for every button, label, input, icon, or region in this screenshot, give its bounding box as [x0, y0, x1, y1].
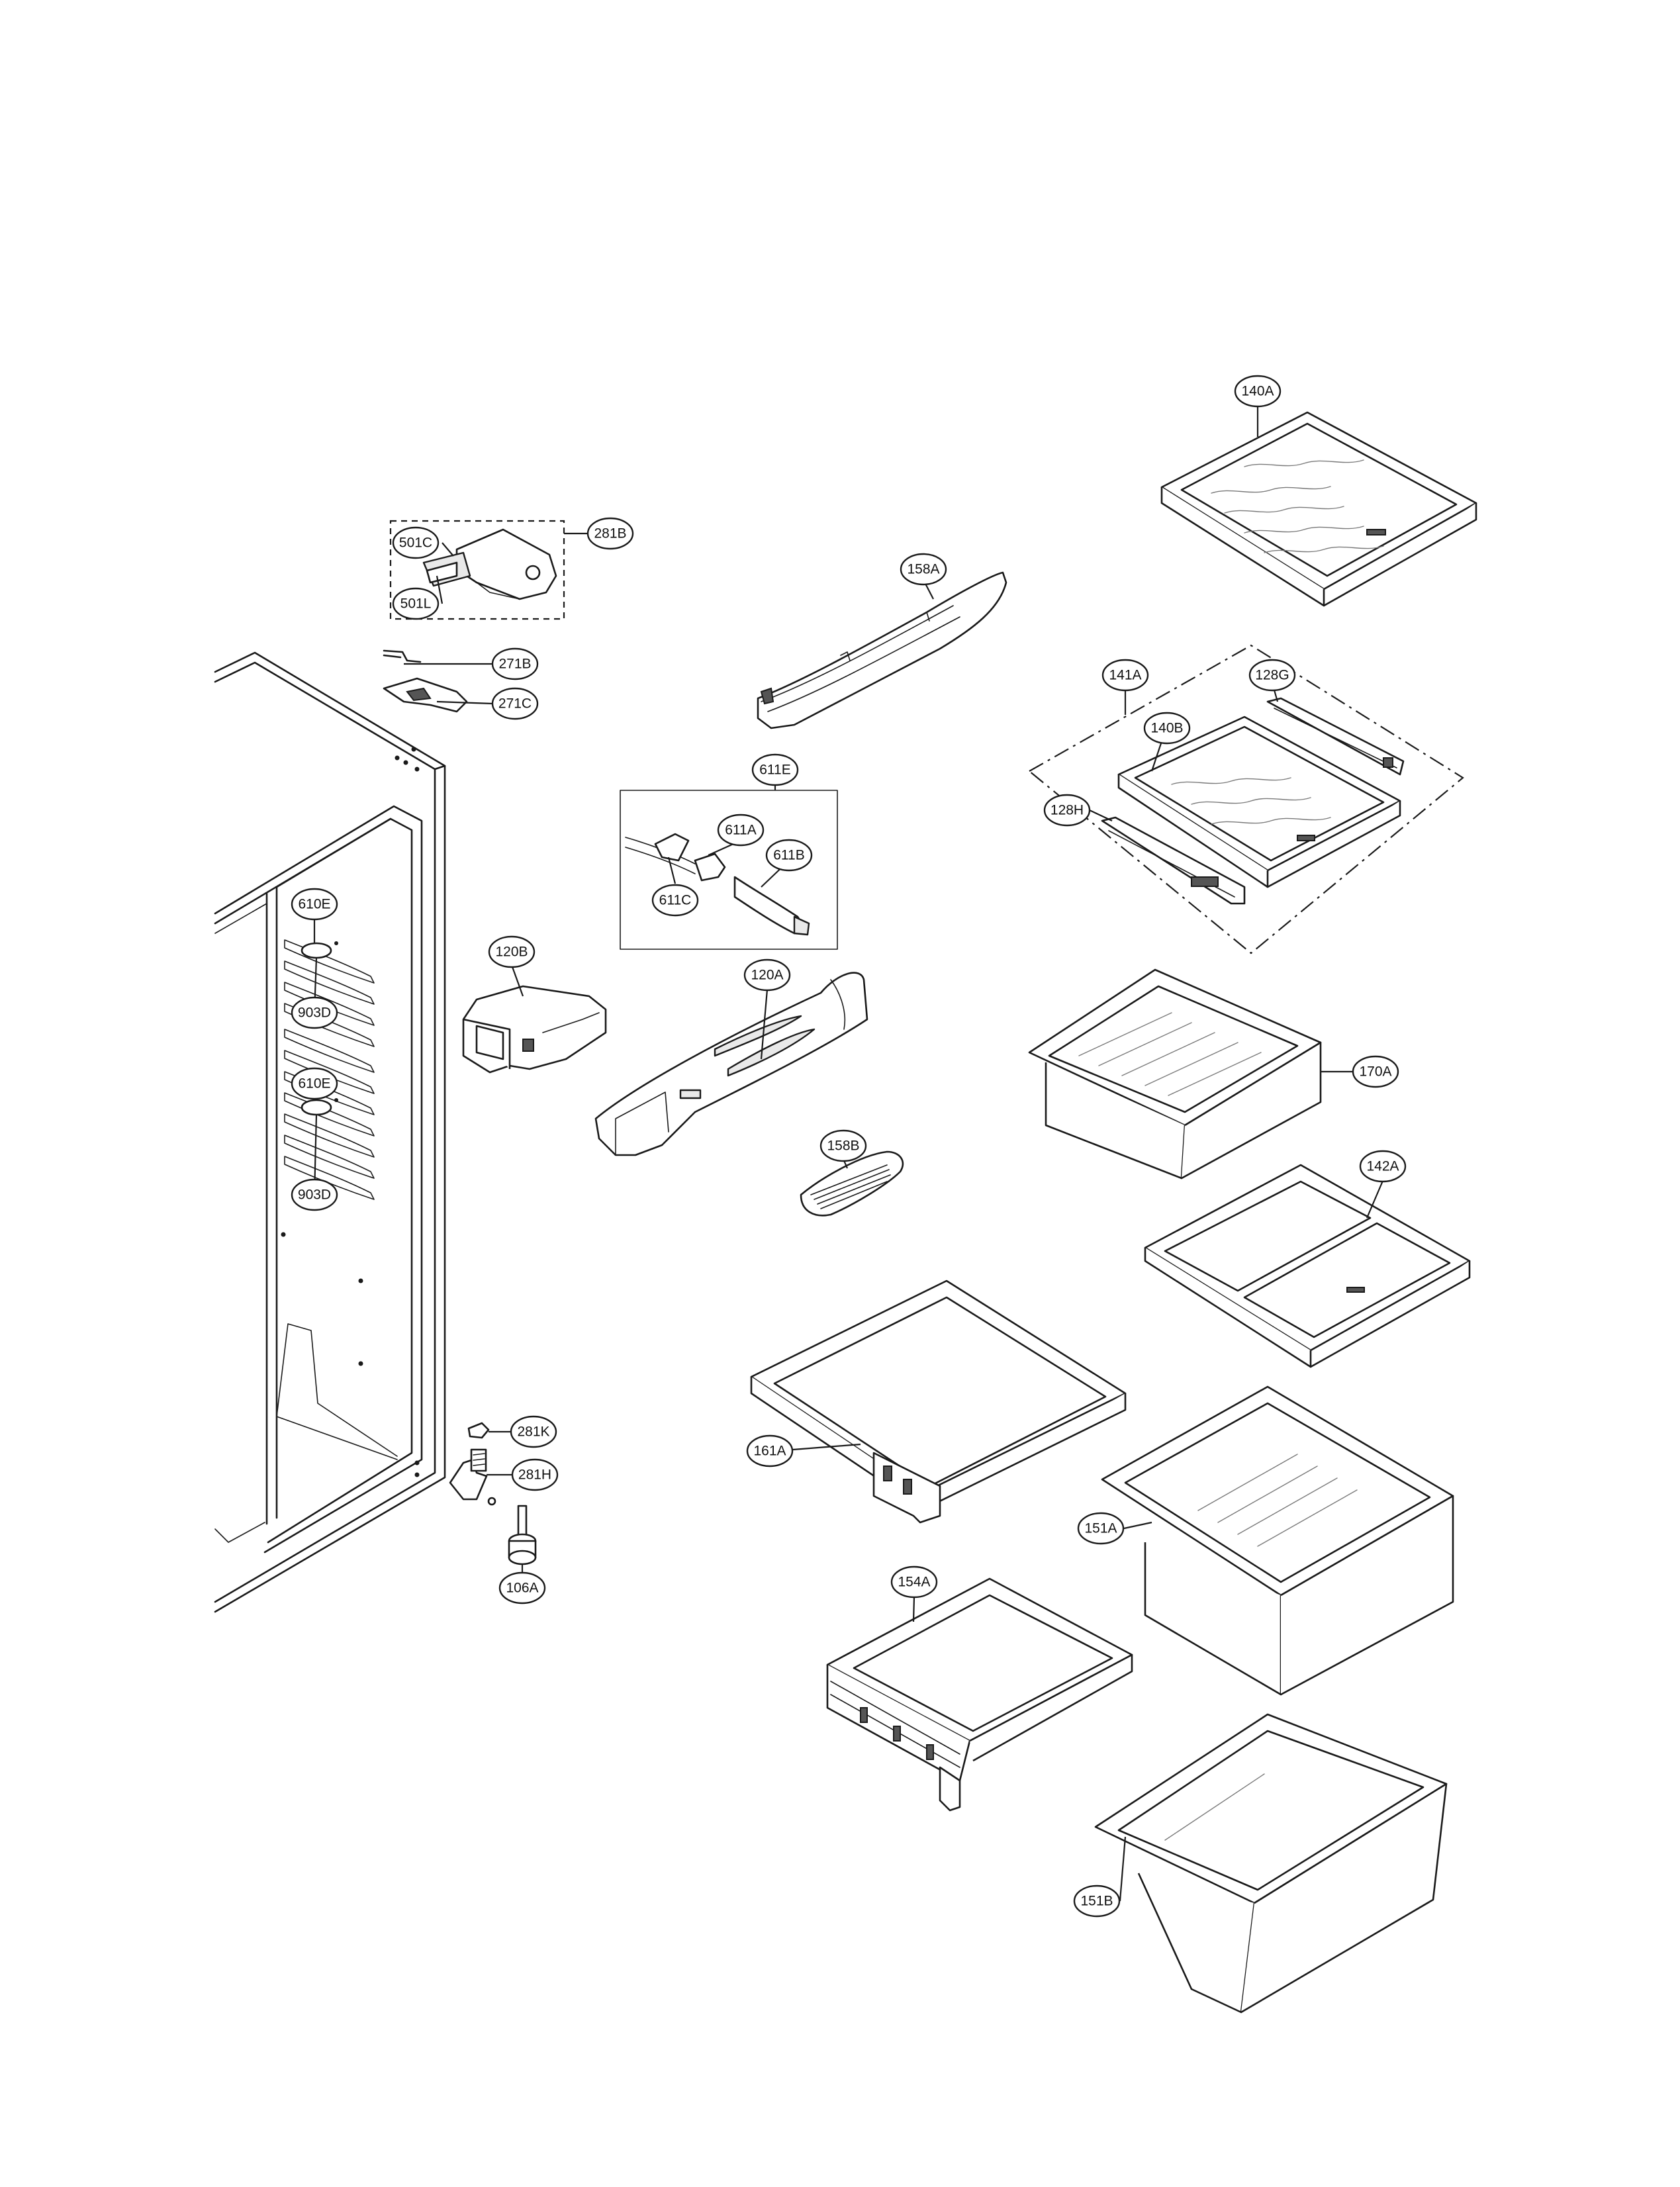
callout-label: 903D: [298, 1187, 331, 1203]
callout-label: 271B: [498, 657, 531, 672]
callout-label: 611E: [759, 763, 791, 778]
callout-106A: 106A: [498, 1571, 546, 1605]
callout-label: 151B: [1080, 1894, 1113, 1909]
refrigerator-cabinet: [214, 651, 446, 1613]
callout-140A: 140A: [1234, 375, 1282, 408]
callout-271B: 271B: [491, 647, 539, 680]
callout-271C: 271C: [491, 687, 539, 720]
shelf-rails: [284, 939, 375, 1200]
callout-158B: 158B: [819, 1129, 867, 1162]
part-170A-drawer: [1028, 968, 1322, 1180]
callout-141A: 141A: [1101, 659, 1149, 692]
callout-label: 281H: [518, 1467, 551, 1483]
part-281B-assembly: [389, 520, 565, 620]
callout-903D-lower: 903D: [291, 1178, 338, 1211]
callout-128G: 128G: [1248, 659, 1296, 692]
callout-label: 120A: [751, 968, 783, 983]
callout-158A: 158A: [900, 553, 947, 586]
callout-label: 128G: [1255, 668, 1289, 683]
callout-label: 611B: [773, 848, 805, 863]
callout-611E: 611E: [751, 753, 799, 786]
part-271C: [383, 677, 468, 713]
callout-label: 501L: [400, 596, 432, 612]
callout-label: 271C: [498, 696, 532, 712]
callout-label: 140B: [1150, 721, 1183, 736]
callout-label: 170A: [1359, 1064, 1391, 1080]
part-611E-assembly: [620, 790, 838, 950]
callout-label: 128H: [1050, 803, 1084, 818]
callout-label: 158B: [827, 1139, 859, 1154]
callout-120A: 120A: [743, 958, 791, 992]
callout-151A: 151A: [1077, 1512, 1125, 1545]
part-142A-shelf: [1144, 1164, 1471, 1368]
callout-161A: 161A: [746, 1434, 794, 1467]
callout-label: 141A: [1109, 668, 1141, 683]
part-158B: [800, 1150, 904, 1217]
callout-170A: 170A: [1352, 1055, 1399, 1088]
callout-501L: 501L: [392, 587, 440, 620]
callout-151B: 151B: [1073, 1885, 1121, 1918]
callout-128H: 128H: [1043, 794, 1091, 827]
callout-label: 610E: [298, 1076, 330, 1092]
callout-154A: 154A: [890, 1565, 938, 1599]
part-158A: [757, 571, 1007, 729]
part-151A-drawer: [1101, 1385, 1454, 1696]
part-161A-shelf: [750, 1280, 1127, 1524]
callout-label: 611C: [659, 893, 692, 908]
callout-label: 154A: [898, 1575, 930, 1590]
callout-label: 611A: [725, 823, 757, 838]
callout-610E-upper: 610E: [291, 888, 338, 921]
callout-281B: 281B: [586, 517, 634, 550]
callout-label: 903D: [298, 1005, 331, 1021]
callout-label: 610E: [298, 897, 330, 912]
callout-611B: 611B: [765, 839, 813, 872]
part-154A: [826, 1577, 1133, 1812]
callout-120B: 120B: [488, 935, 536, 968]
callout-label: 120B: [495, 945, 528, 960]
callout-281K: 281K: [510, 1415, 557, 1448]
callout-142A: 142A: [1359, 1150, 1407, 1183]
callout-label: 106A: [506, 1581, 538, 1596]
callout-903D-upper: 903D: [291, 996, 338, 1029]
callout-label: 281B: [594, 526, 626, 541]
callout-label: 140A: [1241, 384, 1274, 399]
callout-label: 281K: [517, 1424, 549, 1440]
callout-label: 142A: [1366, 1159, 1399, 1174]
callout-501C: 501C: [392, 526, 440, 559]
part-271B: [383, 649, 422, 663]
callout-140B: 140B: [1143, 712, 1191, 745]
callout-611A: 611A: [717, 814, 765, 847]
part-120B: [462, 985, 607, 1074]
callout-label: 501C: [399, 535, 432, 551]
callout-label: 158A: [907, 562, 939, 577]
callout-610E-lower: 610E: [291, 1067, 338, 1100]
callout-611C: 611C: [651, 884, 699, 917]
callout-label: 161A: [753, 1444, 786, 1459]
part-140A-shelf: [1160, 411, 1477, 607]
hinge-hardware: [449, 1422, 537, 1565]
callout-281H: 281H: [511, 1458, 559, 1491]
part-120A: [594, 972, 868, 1156]
part-151B-drawer: [1094, 1713, 1448, 2014]
callout-label: 151A: [1084, 1521, 1117, 1536]
part-141A-assembly: [1028, 644, 1464, 954]
